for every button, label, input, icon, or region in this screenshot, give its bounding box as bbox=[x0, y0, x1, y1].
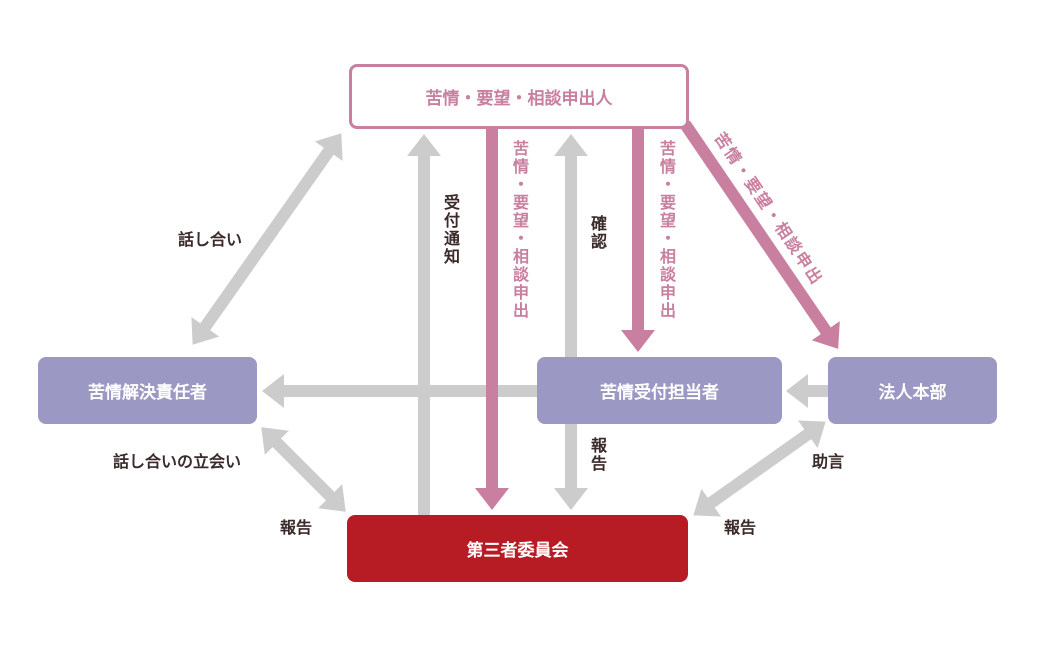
node-committee-label: 第三者委員会 bbox=[466, 541, 569, 561]
arrow-complaint-to-hq bbox=[680, 120, 840, 349]
label-complaint-1: 苦情・要望・相談申出 bbox=[510, 140, 529, 320]
node-resolver: 苦情解決責任者 bbox=[38, 357, 257, 424]
label-advice: 助言 bbox=[812, 452, 845, 471]
label-talk: 話し合い bbox=[178, 230, 243, 249]
label-report-mid: 報告 bbox=[588, 437, 607, 473]
node-hq-label: 法人本部 bbox=[878, 383, 947, 403]
node-receiver-label: 苦情受付担当者 bbox=[600, 383, 719, 403]
label-report-left: 報告 bbox=[280, 518, 313, 537]
arrow-advice bbox=[693, 420, 826, 517]
node-applicant: 苦情・要望・相談申出人 bbox=[349, 64, 689, 129]
label-confirm: 確認 bbox=[588, 215, 607, 251]
label-talk-witness: 話し合いの立会い bbox=[113, 452, 242, 471]
label-receipt-notice: 受付通知 bbox=[441, 194, 460, 266]
node-hq: 法人本部 bbox=[828, 357, 997, 424]
node-receiver: 苦情受付担当者 bbox=[537, 357, 782, 424]
node-applicant-label: 苦情・要望・相談申出人 bbox=[425, 89, 613, 109]
arrow-talk bbox=[191, 133, 343, 345]
arrow-talk-witness bbox=[261, 427, 346, 512]
label-complaint-2: 苦情・要望・相談申出 bbox=[657, 140, 676, 320]
node-committee: 第三者委員会 bbox=[347, 515, 688, 582]
label-report-right: 報告 bbox=[724, 518, 757, 537]
node-resolver-label: 苦情解決責任者 bbox=[88, 383, 207, 403]
